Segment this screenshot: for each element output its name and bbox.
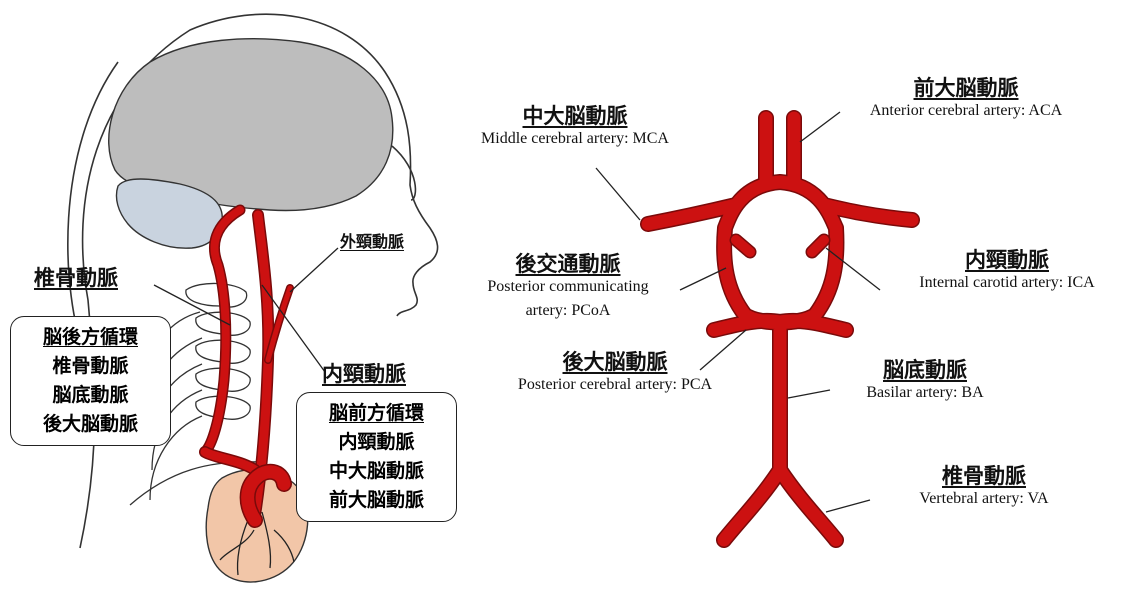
aca-en: Anterior cerebral artery: ACA	[850, 102, 1082, 120]
pcoa-jp: 後交通動脈	[450, 248, 686, 278]
va-en: Vertebral artery: VA	[896, 490, 1072, 508]
va-jp: 椎骨動脈	[896, 460, 1072, 490]
aca-jp: 前大脳動脈	[850, 72, 1082, 102]
ica-label: 内頸動脈 Internal carotid artery: ICA	[882, 244, 1132, 292]
va-label: 椎骨動脈 Vertebral artery: VA	[896, 460, 1072, 508]
pcoa-label: 後交通動脈 Posterior communicating artery: PC…	[450, 248, 686, 320]
posterior-box-item: 後大脳動脈	[19, 410, 162, 439]
aca-label: 前大脳動脈 Anterior cerebral artery: ACA	[850, 72, 1082, 120]
ba-en: Basilar artery: BA	[850, 384, 1000, 402]
circle-of-willis	[648, 118, 912, 540]
mca-jp: 中大脳動脈	[440, 100, 710, 130]
posterior-box-title: 脳後方循環	[19, 323, 162, 352]
pca-jp: 後大脳動脈	[474, 346, 756, 376]
posterior-box-item: 椎骨動脈	[19, 352, 162, 381]
ba-jp: 脳底動脈	[850, 354, 1000, 384]
pcoa-en2: artery: PCoA	[450, 302, 686, 320]
pca-label: 後大脳動脈 Posterior cerebral artery: PCA	[474, 346, 756, 394]
anterior-box-title: 脳前方循環	[305, 399, 448, 428]
internal-carotid-label: 内頸動脈	[322, 358, 406, 388]
anterior-box-item: 内頸動脈	[305, 428, 448, 457]
pca-en: Posterior cerebral artery: PCA	[474, 376, 756, 394]
anterior-box-item: 中大脳動脈	[305, 457, 448, 486]
anterior-box-item: 前大脳動脈	[305, 486, 448, 515]
mca-label: 中大脳動脈 Middle cerebral artery: MCA	[440, 100, 710, 148]
ba-label: 脳底動脈 Basilar artery: BA	[850, 354, 1000, 402]
mca-en: Middle cerebral artery: MCA	[440, 130, 710, 148]
vertebral-artery-label: 椎骨動脈	[34, 262, 118, 292]
posterior-circulation-box: 脳後方循環 椎骨動脈 脳底動脈 後大脳動脈	[10, 316, 171, 446]
pcoa-en1: Posterior communicating	[450, 278, 686, 296]
external-carotid-label: 外頸動脈	[340, 228, 404, 252]
posterior-box-item: 脳底動脈	[19, 381, 162, 410]
ica-en: Internal carotid artery: ICA	[882, 274, 1132, 292]
anterior-circulation-box: 脳前方循環 内頸動脈 中大脳動脈 前大脳動脈	[296, 392, 457, 522]
ica-jp: 内頸動脈	[882, 244, 1132, 274]
